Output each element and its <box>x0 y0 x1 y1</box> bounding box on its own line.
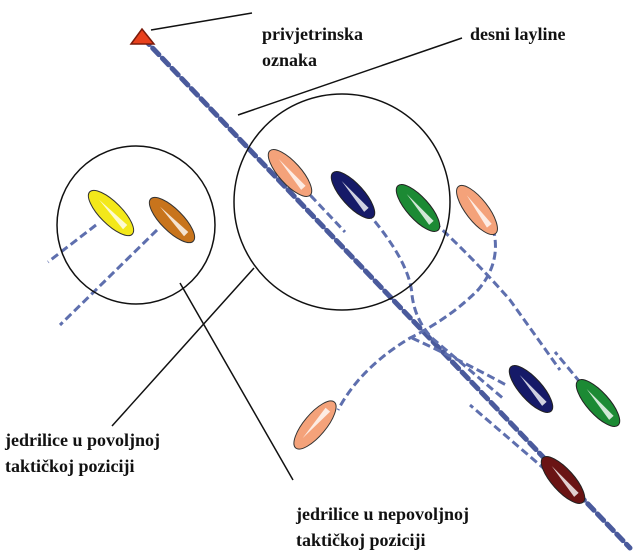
track-navy-2 <box>411 336 509 388</box>
boat-salmon-1 <box>267 149 313 197</box>
label-unfavorable-line1: jedrilice u nepovoljnoj <box>295 504 469 524</box>
circle-favorable-group <box>56 145 216 305</box>
label-mark-line2: oznaka <box>262 50 317 70</box>
leader-unfavorable <box>179 282 294 481</box>
boat-maroon <box>540 456 586 504</box>
boat-orange <box>148 196 196 244</box>
leader-mark <box>150 12 253 31</box>
boat-salmon-2 <box>456 184 498 236</box>
leader-favorable <box>111 267 255 427</box>
label-favorable-line1: jedrilice u povoljnoj <box>4 430 160 450</box>
label-favorable-line2: taktičkoj poziciji <box>5 456 134 476</box>
leader-layline <box>237 37 463 116</box>
boat-green-1 <box>395 184 441 232</box>
circle-unfavorable-group <box>233 93 451 311</box>
boat-tracks <box>47 176 590 480</box>
windward-mark-icon <box>129 27 156 45</box>
boat-green-2 <box>575 379 621 427</box>
boat-salmon-3 <box>293 400 337 450</box>
label-layline: desni layline <box>470 24 566 44</box>
boat-navy-1 <box>330 171 376 219</box>
track-maroon <box>469 403 556 480</box>
leader-lines <box>111 12 463 481</box>
boat-yellow <box>87 189 135 237</box>
boat-navy-2 <box>508 365 554 413</box>
track-orange <box>58 228 159 327</box>
track-green-1 <box>432 220 562 371</box>
label-mark-line1: privjetrinska <box>262 24 363 44</box>
track-salmon-2 <box>336 227 497 411</box>
label-unfavorable-line2: taktičkoj poziciji <box>296 530 425 550</box>
track-yellow <box>47 223 97 264</box>
